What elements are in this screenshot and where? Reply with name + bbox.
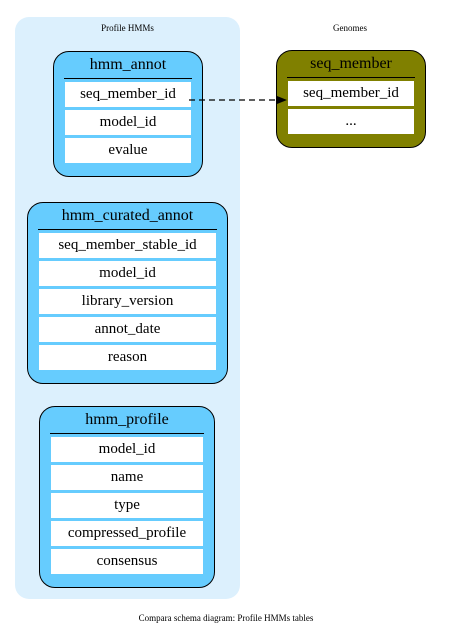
- diagram-caption: Compara schema diagram: Profile HMMs tab…: [138, 613, 314, 623]
- field-seq-member-id[interactable]: seq_member_id: [288, 81, 414, 106]
- field-seq-member-id[interactable]: seq_member_id: [65, 82, 191, 107]
- table-hmm-profile[interactable]: hmm_profile model_id name type compresse…: [39, 406, 215, 588]
- field-annot-date[interactable]: annot_date: [39, 317, 216, 342]
- table-title: hmm_curated_annot: [38, 203, 217, 230]
- table-title: seq_member: [287, 51, 415, 78]
- field-seq-member-stable-id[interactable]: seq_member_stable_id: [39, 233, 216, 258]
- field-reason[interactable]: reason: [39, 345, 216, 370]
- field-name[interactable]: name: [51, 465, 203, 490]
- cluster-title-genomes: Genomes: [333, 23, 367, 33]
- field-evalue[interactable]: evalue: [65, 138, 191, 163]
- table-hmm-annot[interactable]: hmm_annot seq_member_id model_id evalue: [53, 51, 203, 177]
- field-model-id[interactable]: model_id: [39, 261, 216, 286]
- field-model-id[interactable]: model_id: [65, 110, 191, 135]
- cluster-title-profile-hmms: Profile HMMs: [101, 23, 154, 33]
- field-library-version[interactable]: library_version: [39, 289, 216, 314]
- field-type[interactable]: type: [51, 493, 203, 518]
- cluster-genomes: Genomes: [262, 17, 438, 152]
- field-consensus[interactable]: consensus: [51, 549, 203, 574]
- field-ellipsis[interactable]: ...: [288, 109, 414, 134]
- table-title: hmm_profile: [50, 407, 204, 434]
- field-model-id[interactable]: model_id: [51, 437, 203, 462]
- field-compressed-profile[interactable]: compressed_profile: [51, 521, 203, 546]
- table-title: hmm_annot: [64, 52, 192, 79]
- table-hmm-curated-annot[interactable]: hmm_curated_annot seq_member_stable_id m…: [27, 202, 228, 384]
- table-seq-member[interactable]: seq_member seq_member_id ...: [276, 50, 426, 148]
